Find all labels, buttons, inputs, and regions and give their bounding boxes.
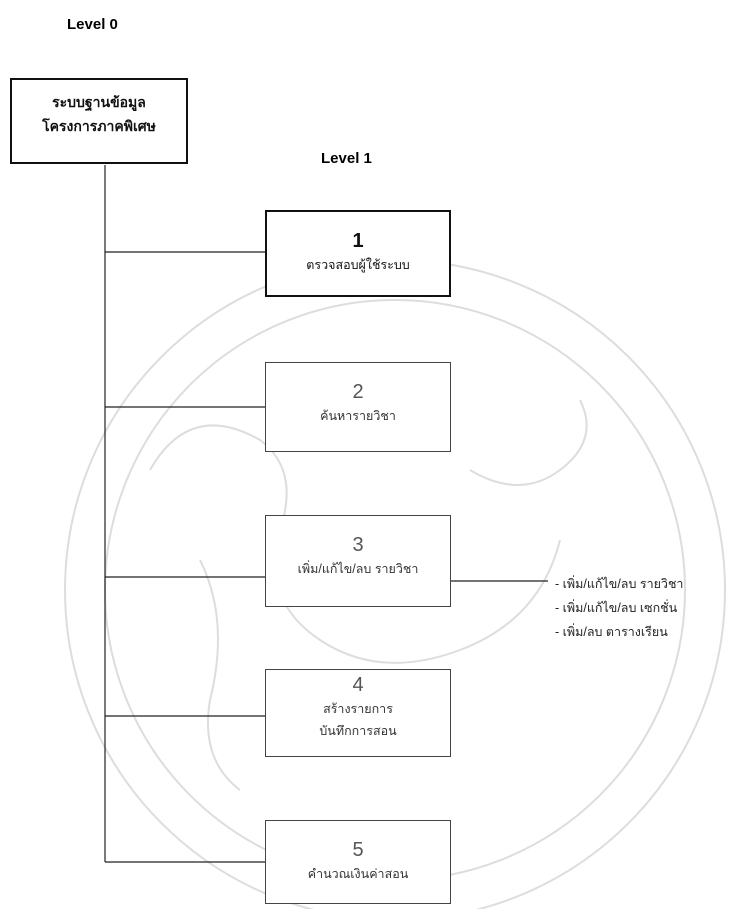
process-number: 4 <box>352 674 364 696</box>
process-box-3: 3 เพิ่ม/แก้ไข/ลบ รายวิชา <box>265 515 451 607</box>
process-label: คำนวณเงินค่าสอน <box>307 867 409 881</box>
root-title-line2: โครงการภาคพิเศษ <box>42 118 156 134</box>
detail-item: เพิ่ม/แก้ไข/ลบ รายวิชา <box>555 572 684 596</box>
process-label: ค้นหารายวิชา <box>320 409 396 423</box>
process-label: สร้างรายการ <box>323 702 393 716</box>
detail-item: เพิ่ม/แก้ไข/ลบ เซกชั่น <box>555 596 683 620</box>
process-3-detail-list: เพิ่ม/แก้ไข/ลบ รายวิชา เพิ่ม/แก้ไข/ลบ เซ… <box>555 572 684 644</box>
process-number: 1 <box>352 230 364 252</box>
process-box-1: 1 ตรวจสอบผู้ใช้ระบบ <box>265 210 451 297</box>
process-box-4: 4 สร้างรายการ บันทึกการสอน <box>265 669 451 757</box>
detail-item: เพิ่ม/ลบ ตารางเรียน <box>555 620 683 644</box>
process-label-line2: บันทึกการสอน <box>319 724 397 738</box>
process-number: 5 <box>352 839 364 861</box>
level-1-label: Level 1 <box>321 150 372 167</box>
process-label: เพิ่ม/แก้ไข/ลบ รายวิชา <box>297 562 419 576</box>
process-number: 3 <box>352 534 364 556</box>
root-process-box: ระบบฐานข้อมูล โครงการภาคพิเศษ <box>10 78 188 164</box>
level-0-label: Level 0 <box>67 16 118 33</box>
process-box-2: 2 ค้นหารายวิชา <box>265 362 451 452</box>
process-label: ตรวจสอบผู้ใช้ระบบ <box>306 258 410 272</box>
process-number: 2 <box>352 381 364 403</box>
process-box-5: 5 คำนวณเงินค่าสอน <box>265 820 451 904</box>
root-title-line1: ระบบฐานข้อมูล <box>52 94 146 110</box>
